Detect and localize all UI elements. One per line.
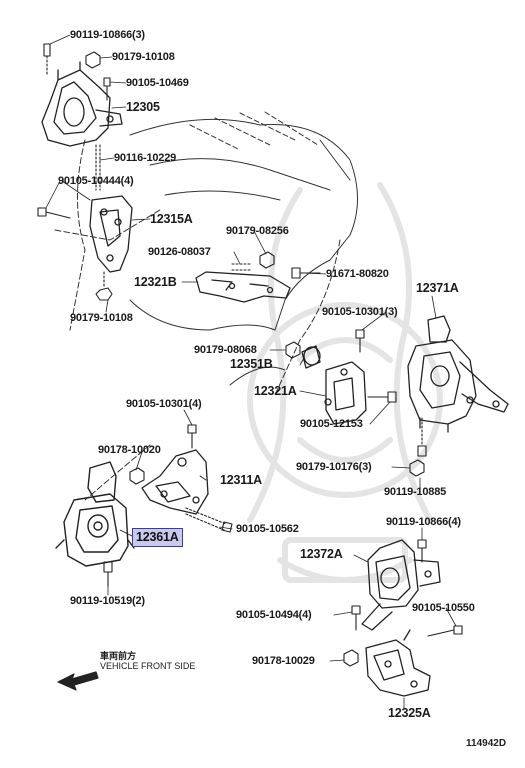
label-part-90119-10885[interactable]: 90119-10885 (384, 486, 447, 498)
bracket-12315A (89, 195, 133, 273)
label-part-12325A[interactable]: 12325A (388, 706, 431, 720)
label-part-12311A[interactable]: 12311A (220, 473, 262, 487)
label-part-90179-08256[interactable]: 90179-08256 (226, 225, 289, 237)
label-part-90178-10020[interactable]: 90178-10020 (98, 444, 161, 456)
label-part-90105-10301-4[interactable]: 90105-10301(4) (126, 398, 202, 410)
engine-mount-12305 (41, 61, 123, 147)
label-part-90119-10866-4[interactable]: 90119-10866(4) (386, 516, 461, 528)
engine-mount-12371A (407, 315, 509, 433)
label-part-90105-10494-4[interactable]: 90105-10494(4) (236, 609, 312, 621)
vehicle-front-note-jp: 車両前方 (100, 651, 137, 661)
label-part-90116-10229[interactable]: 90116-10229 (114, 152, 177, 164)
bracket-12325A (365, 629, 431, 697)
watermark (247, 182, 443, 583)
label-part-12351B[interactable]: 12351B (230, 357, 273, 371)
label-part-91671-80820[interactable]: 91671-80820 (326, 268, 389, 280)
label-part-12372A[interactable]: 12372A (300, 547, 343, 561)
label-part-90105-10562[interactable]: 90105-10562 (236, 523, 299, 535)
label-part-90126-08037[interactable]: 90126-08037 (148, 246, 211, 258)
label-part-90119-10519-2[interactable]: 90119-10519(2) (70, 595, 145, 607)
label-part-12371A[interactable]: 12371A (416, 281, 459, 295)
label-part-90119-10866-3[interactable]: 90119-10866(3) (70, 29, 145, 41)
label-part-90179-10108-bottom[interactable]: 90179-10108 (70, 312, 133, 324)
label-part-12315A[interactable]: 12315A (150, 212, 193, 226)
bracket-12321A (301, 345, 367, 425)
engine-mount-12372A (361, 539, 441, 631)
label-part-90105-10550[interactable]: 90105-10550 (412, 602, 475, 614)
label-part-90179-10108-top[interactable]: 90179-10108 (112, 51, 175, 63)
label-part-90105-10469[interactable]: 90105-10469 (126, 77, 189, 89)
label-part-90179-08068[interactable]: 90179-08068 (194, 344, 257, 356)
engine-mount-12361A (55, 461, 135, 567)
bracket-12311A (141, 449, 209, 515)
figure-code: 114942D (466, 738, 507, 749)
label-part-12321A[interactable]: 12321A (254, 384, 297, 398)
label-part-90179-10176-3[interactable]: 90179-10176(3) (296, 461, 372, 473)
label-part-90178-10029[interactable]: 90178-10029 (252, 655, 315, 667)
label-part-90105-10444-4[interactable]: 90105-10444(4) (58, 175, 134, 187)
bracket-12321B (195, 271, 291, 303)
vehicle-front-note-en: VEHICLE FRONT SIDE (100, 661, 196, 671)
label-part-90105-12153[interactable]: 90105-12153 (300, 418, 363, 430)
label-part-12321B[interactable]: 12321B (134, 275, 177, 289)
vehicle-front-arrow (57, 671, 99, 691)
label-part-12305[interactable]: 12305 (126, 100, 160, 114)
label-part-12361A-highlighted[interactable]: 12361A (132, 528, 183, 547)
label-part-90105-10301-3[interactable]: 90105-10301(3) (322, 306, 398, 318)
leader-lines (45, 34, 457, 709)
